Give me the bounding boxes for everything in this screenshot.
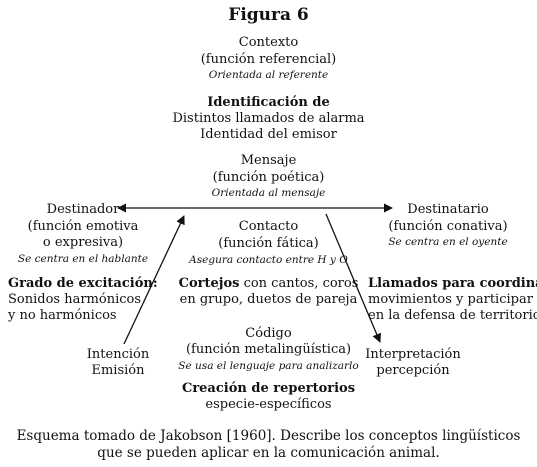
contexto-note: Orientada al referente <box>208 69 329 81</box>
contacto-note: Asegura contacto entre H y O <box>189 254 348 266</box>
codigo-line: especie-específicos <box>205 397 332 412</box>
interpretacion-line-2: percepción <box>376 363 450 378</box>
contexto-name: Contexto <box>238 35 299 50</box>
arrow-intencion-up <box>123 215 185 345</box>
contacto-bold-lead: Cortejos <box>178 276 240 291</box>
intencion-line-2: Emisión <box>91 363 145 378</box>
codigo-name: Código <box>245 326 292 341</box>
caption-line-2: que se pueden aplicar en la comunicación… <box>97 445 440 461</box>
destinador-name: Destinador <box>46 202 120 217</box>
destinador-line-2: y no harmónicos <box>8 308 117 323</box>
mensaje-name: Mensaje <box>240 153 297 168</box>
figure-title: Figura 6 <box>228 5 309 25</box>
contexto-function: (función referencial) <box>200 52 337 67</box>
destinatario-note: Se centra en el oyente <box>388 236 508 248</box>
destinatario-heading: Llamados para coordinar <box>368 276 537 291</box>
figure-caption: Esquema tomado de Jakobson [1960]. Descr… <box>0 428 537 462</box>
identificacion-line-1: Distintos llamados de alarma <box>172 111 365 126</box>
destinatario-line-2: en la defensa de territorio <box>368 308 537 323</box>
destinatario-name: Destinatario <box>407 202 489 217</box>
destinador-line-1: Sonidos harmónicos <box>8 292 142 307</box>
contacto-function: (función fática) <box>218 236 319 251</box>
identificacion-line-2: Identidad del emisor <box>200 127 337 142</box>
contacto-detail-line-1: Cortejos con cantos, coros <box>0 276 537 291</box>
codigo-heading: Creación de repertorios <box>181 381 356 396</box>
mensaje-note: Orientada al mensaje <box>211 187 326 199</box>
arrow-interpretacion-down <box>325 213 382 343</box>
destinador-heading: Grado de excitación: <box>8 276 158 291</box>
contacto-name: Contacto <box>238 219 299 234</box>
contacto-line1-rest: con cantos, coros <box>239 276 359 291</box>
caption-line-1: Esquema tomado de Jakobson [1960]. Descr… <box>16 428 521 444</box>
destinatario-line-1: movimientos y participar <box>368 292 533 307</box>
identificacion-heading: Identificación de <box>207 95 330 110</box>
destinador-function-1: (función emotiva <box>27 219 139 234</box>
codigo-function: (función metalingüística) <box>185 342 352 357</box>
destinador-note: Se centra en el hablante <box>17 253 149 265</box>
mensaje-function: (función poética) <box>212 170 325 185</box>
contacto-detail-line-2: en grupo, duetos de pareja <box>179 292 358 307</box>
destinador-function-2: o expresiva) <box>42 235 124 250</box>
destinatario-function: (función conativa) <box>388 219 508 234</box>
codigo-note: Se usa el lenguaje para analizarlo <box>178 360 359 372</box>
intencion-line-1: Intención <box>86 347 150 362</box>
interpretacion-line-1: Interpretación <box>365 347 461 362</box>
